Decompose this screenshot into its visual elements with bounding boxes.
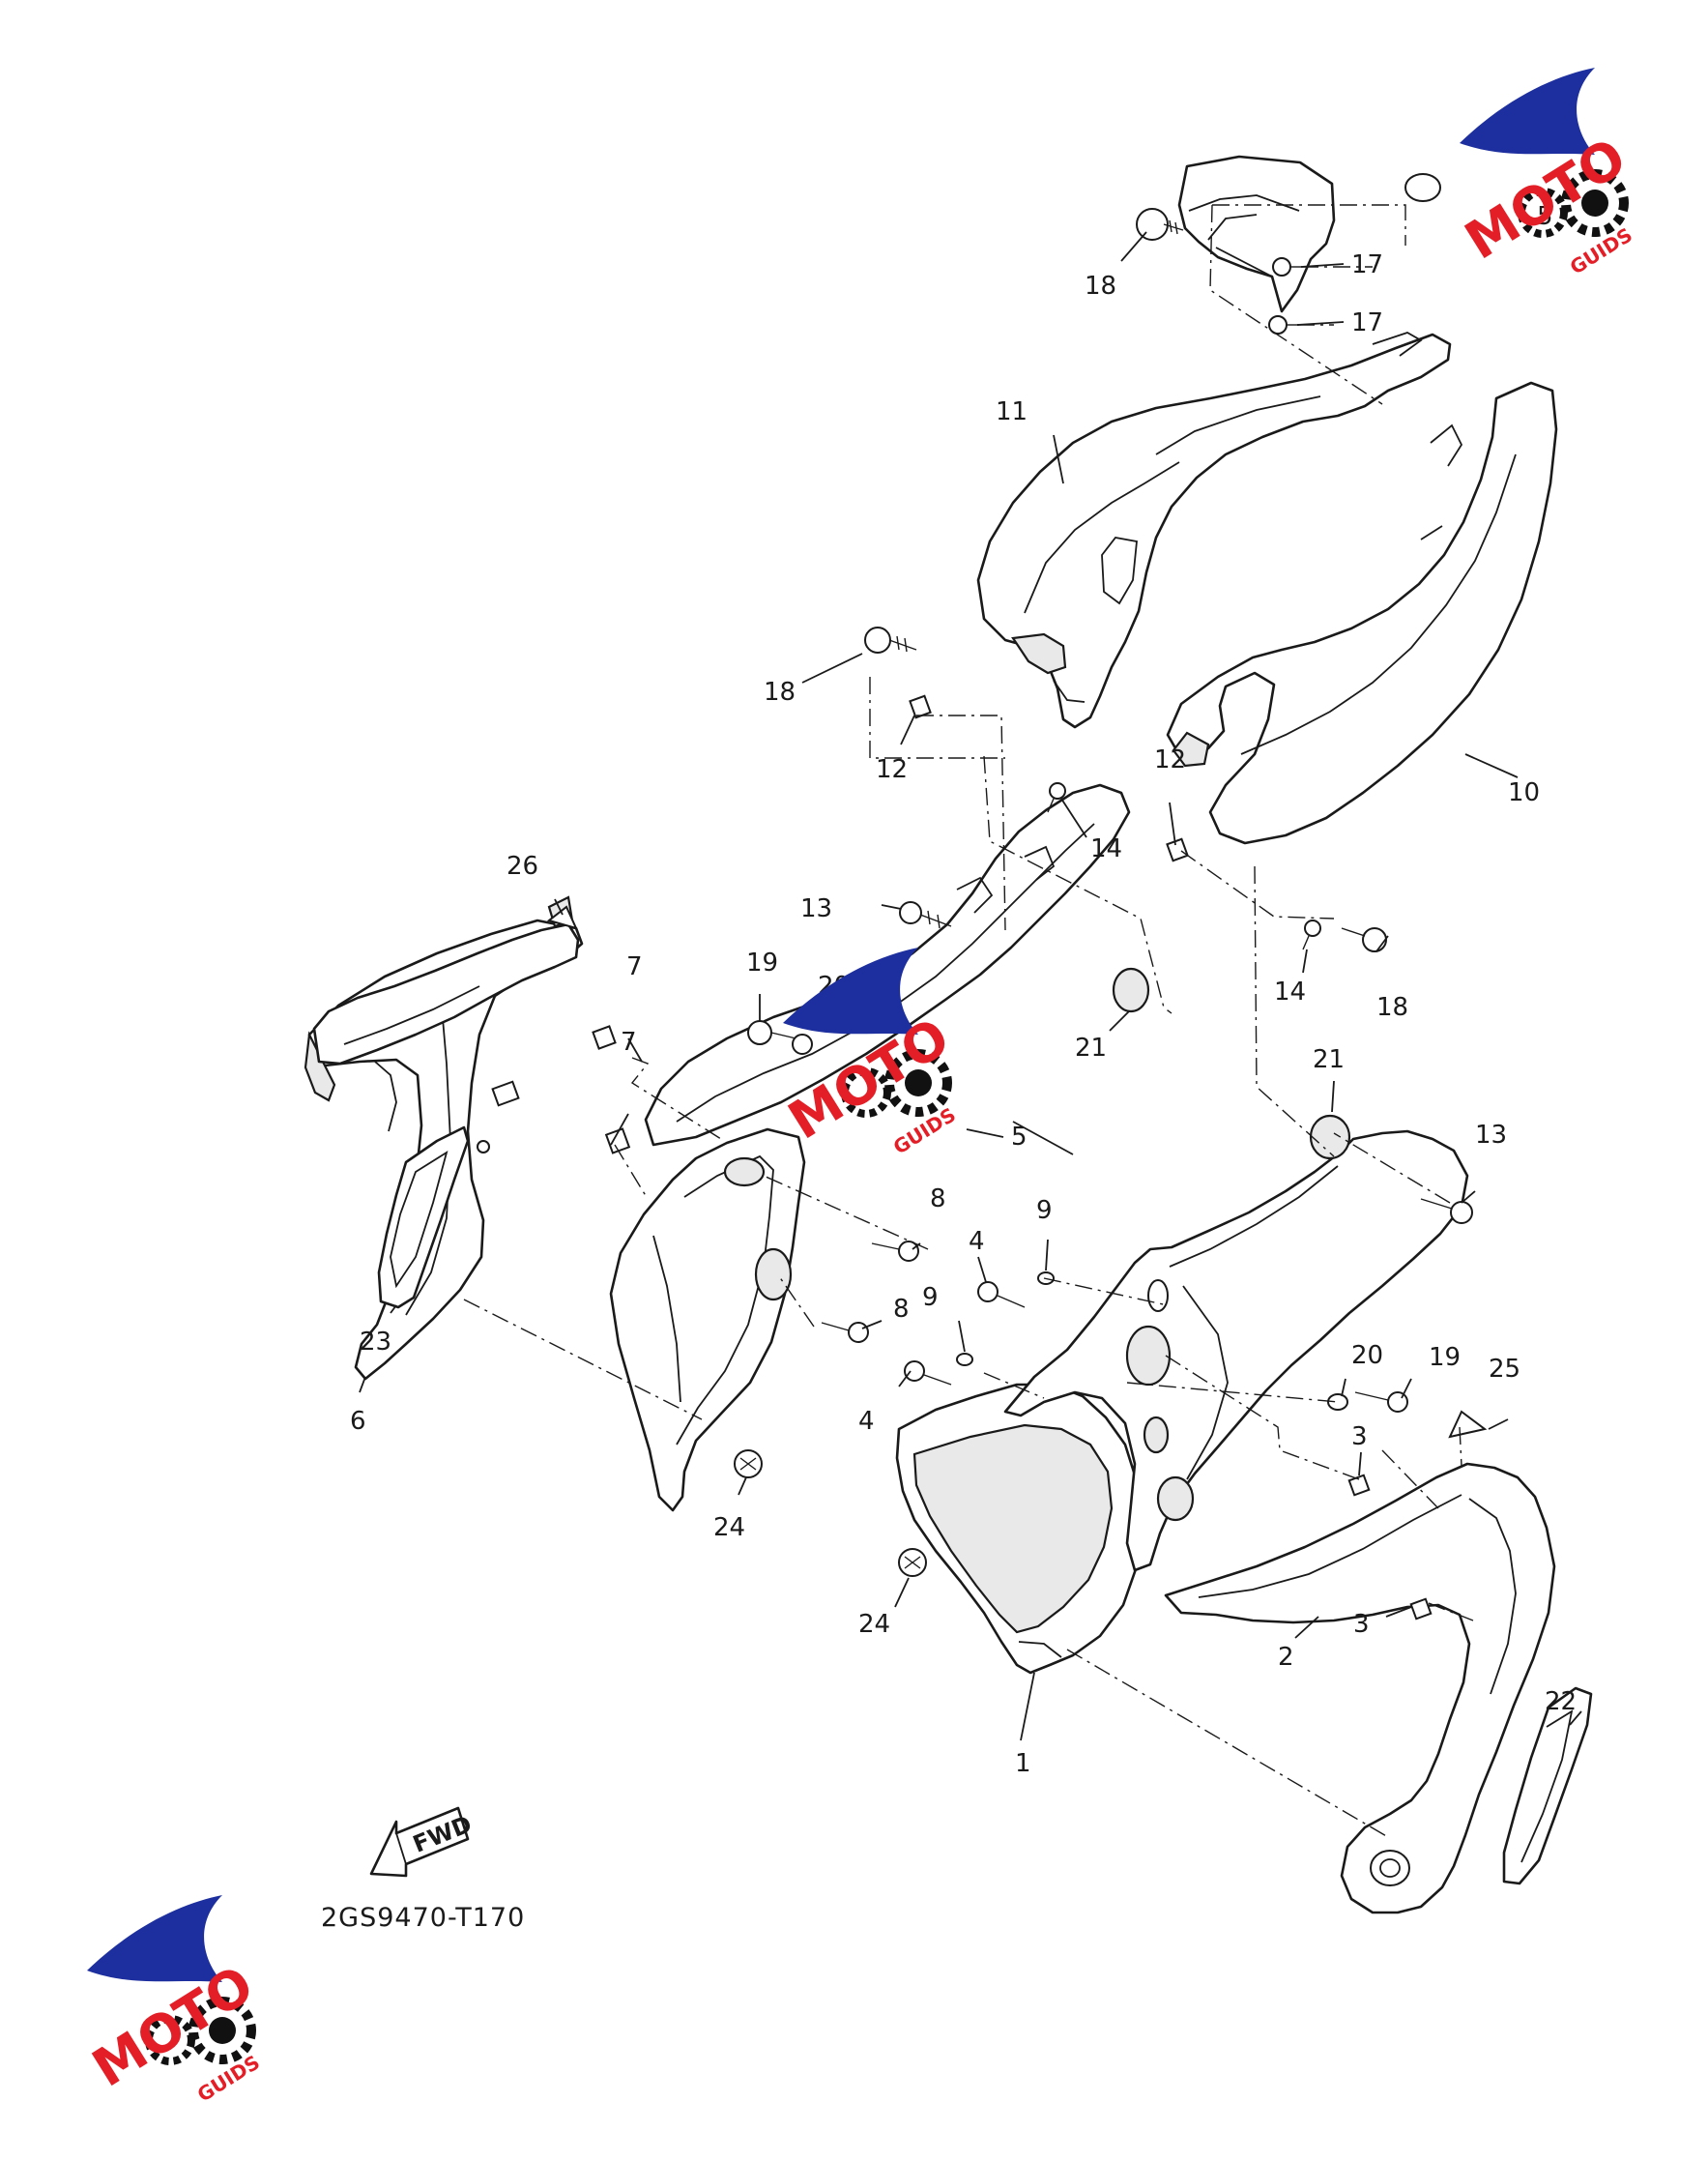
callout-4: 4: [858, 1407, 875, 1436]
callout-18: 18: [764, 678, 796, 707]
callout-21: 21: [1313, 1045, 1345, 1074]
callout-7: 7: [621, 1028, 637, 1057]
callout-10: 10: [1508, 778, 1540, 807]
callout-11: 11: [996, 397, 1028, 426]
callout-labels: 1 2 3 3 4 4 5 5 6 7 7 8 8 9 9 10 11 12 1…: [350, 202, 1577, 1778]
callout-23: 23: [360, 1328, 391, 1357]
callout-24: 24: [858, 1610, 890, 1639]
callout-25: 25: [1489, 1355, 1520, 1384]
fwd-arrow-icon: FWD: [369, 1806, 476, 1878]
callout-19: 19: [1429, 1343, 1461, 1372]
callout-6: 6: [350, 1407, 366, 1436]
callout-20: 20: [1351, 1341, 1383, 1370]
callout-24: 24: [713, 1513, 745, 1542]
callout-7: 7: [626, 952, 643, 981]
callout-17: 17: [1351, 250, 1383, 279]
part-side-cover-upper: [976, 332, 1452, 729]
part-side-cover-middle: [609, 1127, 806, 1512]
callout-26: 26: [507, 852, 538, 881]
callout-2: 2: [1278, 1643, 1294, 1672]
callout-13: 13: [1475, 1121, 1507, 1150]
callout-14: 14: [1274, 978, 1306, 1007]
callout-3: 3: [1351, 1422, 1368, 1451]
callout-3: 3: [1353, 1610, 1370, 1639]
watermark-sub: GUIDS: [1566, 223, 1636, 279]
callout-4: 4: [969, 1227, 985, 1256]
callout-5: 5: [1011, 1123, 1028, 1152]
callout-21: 21: [1075, 1034, 1107, 1063]
callout-5: 5: [1537, 202, 1553, 231]
watermark-logo-top-right: MOTO GUIDS: [1455, 68, 1636, 279]
watermark-logo-bottom-left: MOTO GUIDS: [82, 1895, 264, 2107]
part-clips-7: [491, 1025, 631, 1154]
callout-18: 18: [1376, 993, 1408, 1022]
leader-lines: [359, 231, 1582, 1741]
part-front-cover-1: [895, 1383, 1144, 1675]
callout-8: 8: [893, 1295, 910, 1324]
callout-9: 9: [1036, 1196, 1053, 1225]
callout-12: 12: [1154, 745, 1186, 774]
callout-22: 22: [1545, 1687, 1577, 1716]
callout-19: 19: [746, 949, 778, 978]
part-grille-22: [1502, 1686, 1593, 1885]
watermark-sub: GUIDS: [193, 2051, 264, 2107]
part-frame-cover-2: [1003, 1129, 1469, 1572]
callout-17: 17: [1351, 308, 1383, 337]
callout-1: 1: [1015, 1749, 1031, 1778]
watermark-sub: GUIDS: [889, 1103, 960, 1159]
callout-12: 12: [876, 755, 908, 784]
part-grille-23: [377, 1125, 470, 1309]
callout-8: 8: [930, 1184, 946, 1213]
callout-13: 13: [800, 894, 832, 923]
assembly-lines: [463, 204, 1474, 1838]
callout-18: 18: [1085, 272, 1116, 301]
part-lower-swoop-2: [1164, 1462, 1556, 1914]
part-tail-cowl: [1166, 381, 1558, 845]
callout-9: 9: [922, 1283, 939, 1312]
part-side-panel-5: [644, 783, 1131, 1147]
diagram-code: 2GS9470-T170: [321, 1903, 525, 1933]
part-rear-cap: [1177, 155, 1336, 313]
callout-14: 14: [1090, 834, 1122, 863]
